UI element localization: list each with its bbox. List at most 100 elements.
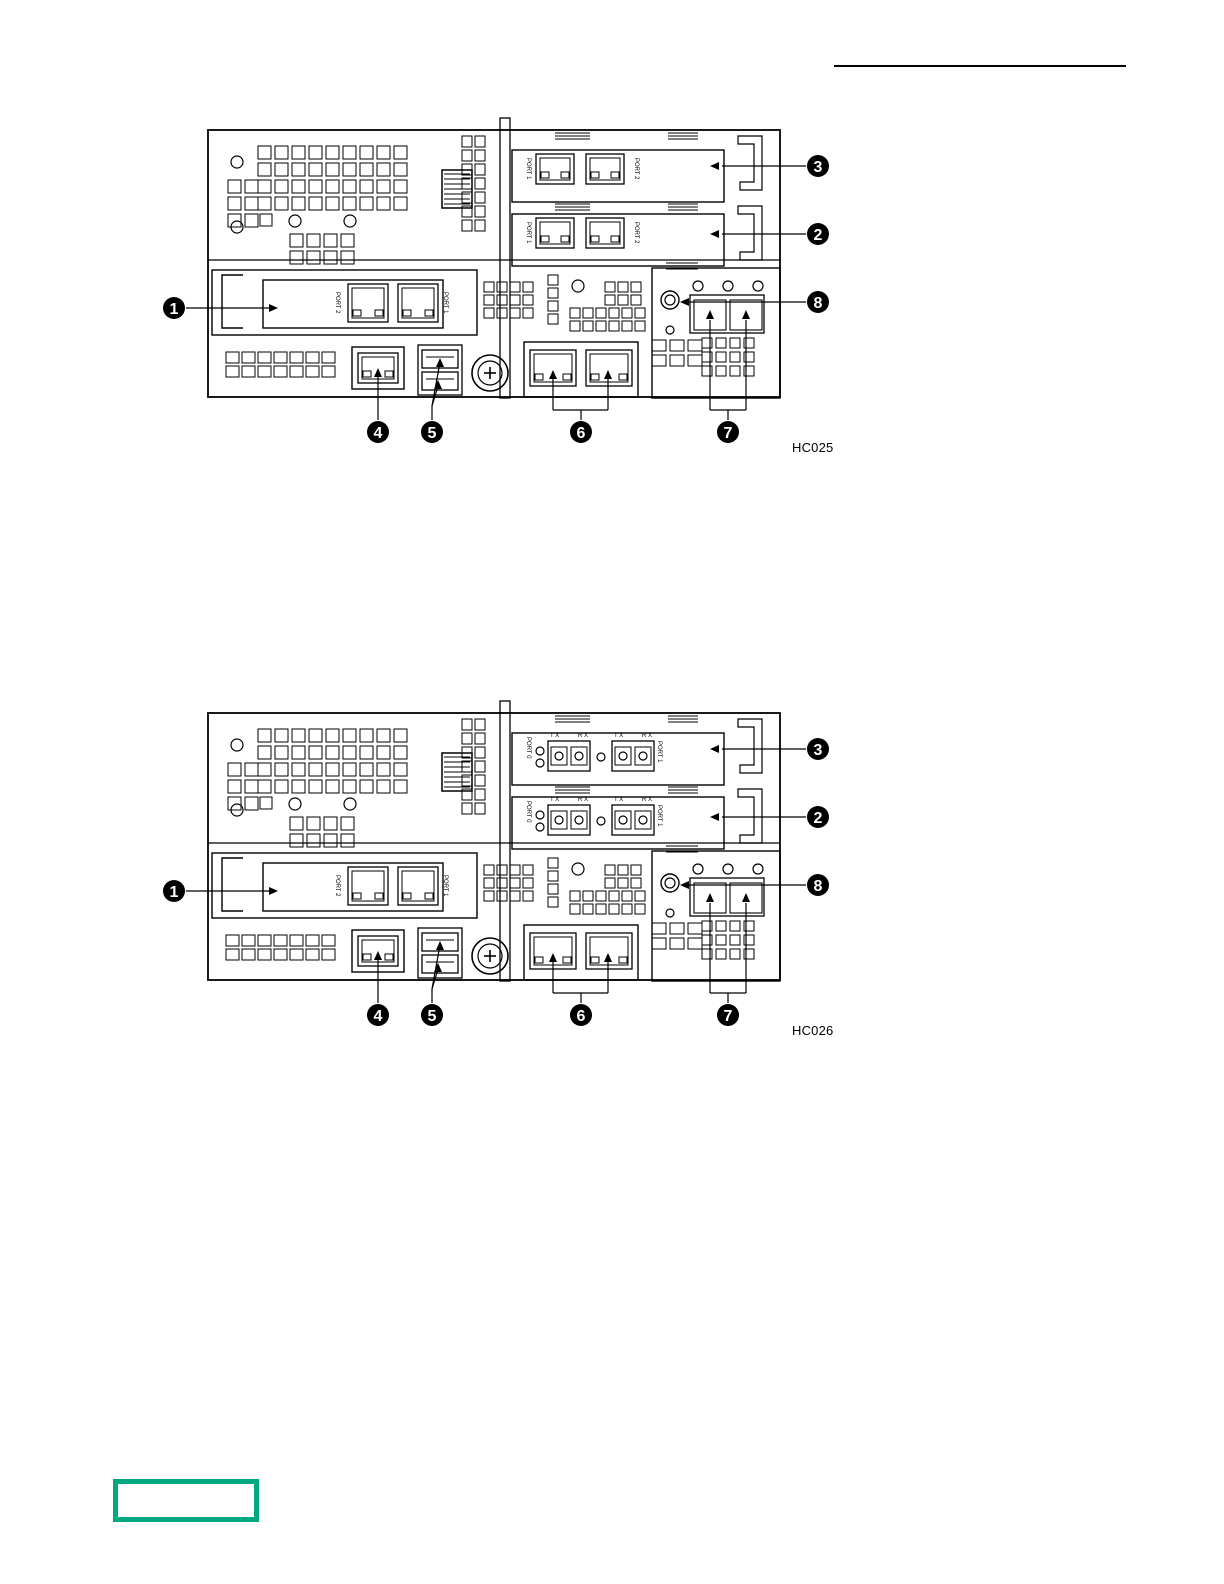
vent-slot bbox=[360, 729, 373, 742]
vent-slot bbox=[292, 146, 305, 159]
sfp-cage bbox=[690, 878, 764, 916]
vent-slot bbox=[309, 763, 322, 776]
vent-slot bbox=[631, 878, 641, 888]
status-led bbox=[723, 281, 733, 291]
vent-slot bbox=[275, 729, 288, 742]
fiber-core bbox=[575, 752, 583, 760]
ground-screw-head bbox=[665, 295, 675, 305]
status-led bbox=[597, 753, 605, 761]
vent-slot bbox=[322, 935, 335, 946]
release-lever bbox=[500, 118, 510, 398]
arrowhead bbox=[710, 162, 719, 170]
vent-slot bbox=[510, 891, 520, 901]
vent-slot bbox=[548, 275, 558, 285]
vent-slot bbox=[290, 234, 303, 247]
vent-slot bbox=[570, 904, 580, 914]
vent-slot bbox=[730, 352, 740, 362]
screw-hole bbox=[344, 798, 356, 810]
vent-slot bbox=[510, 878, 520, 888]
callout-number: 6 bbox=[577, 1008, 586, 1025]
vent-slot bbox=[292, 163, 305, 176]
vent-slot bbox=[583, 904, 593, 914]
callout-number: 3 bbox=[814, 742, 823, 759]
vent-slot bbox=[228, 197, 241, 210]
vent-slot bbox=[583, 321, 593, 331]
vent-slot bbox=[497, 865, 507, 875]
vent-slot bbox=[462, 220, 472, 231]
vent-slot bbox=[652, 355, 666, 366]
vent-slot bbox=[394, 780, 407, 793]
port-label: PORT 1 bbox=[525, 158, 531, 180]
vent-slot bbox=[343, 197, 356, 210]
rj45-jack bbox=[540, 222, 570, 244]
vent-slot bbox=[275, 180, 288, 193]
arrowhead bbox=[434, 963, 442, 972]
callout-number: 8 bbox=[814, 878, 823, 895]
status-led bbox=[536, 759, 544, 767]
vent-slot bbox=[475, 747, 485, 758]
fiber-lc bbox=[551, 747, 567, 765]
card-pull-handle bbox=[222, 275, 243, 328]
rj45-jack bbox=[352, 871, 384, 901]
vent-slot bbox=[377, 197, 390, 210]
vent-slot bbox=[497, 308, 507, 318]
vent-slot bbox=[341, 251, 354, 264]
arrowhead bbox=[710, 230, 719, 238]
sfp-cage bbox=[690, 295, 764, 333]
rj45-port bbox=[586, 350, 632, 386]
vent-slot bbox=[360, 180, 373, 193]
figure-id: HC026 bbox=[792, 1023, 833, 1038]
arrowhead bbox=[706, 893, 714, 902]
arrowhead bbox=[706, 310, 714, 319]
rj45-jack bbox=[402, 871, 434, 901]
vent-slot bbox=[309, 746, 322, 759]
vent-slot bbox=[326, 746, 339, 759]
vent-slot bbox=[688, 340, 702, 351]
vent-slot bbox=[510, 865, 520, 875]
vent-slot bbox=[360, 746, 373, 759]
arrowhead bbox=[436, 941, 444, 950]
vent-slot bbox=[605, 295, 615, 305]
vent-slot bbox=[306, 949, 319, 960]
vent-slot bbox=[306, 352, 319, 363]
vent-slot bbox=[290, 949, 303, 960]
rj45-led bbox=[363, 954, 371, 960]
fiber-lc bbox=[635, 747, 651, 765]
vent-slot bbox=[730, 366, 740, 376]
vent-slot bbox=[688, 938, 702, 949]
rj45-led bbox=[591, 172, 599, 178]
vent-slot bbox=[475, 206, 485, 217]
vent-slot bbox=[475, 789, 485, 800]
vent-slot bbox=[377, 763, 390, 776]
vent-slot bbox=[228, 180, 241, 193]
rj45-led bbox=[425, 310, 433, 316]
vent-slot bbox=[631, 865, 641, 875]
vent-slot bbox=[343, 163, 356, 176]
fiber-core bbox=[555, 752, 563, 760]
vent-slot bbox=[652, 938, 666, 949]
arrowhead bbox=[710, 813, 719, 821]
arrowhead bbox=[549, 953, 557, 962]
vent-slot bbox=[360, 763, 373, 776]
vent-slot bbox=[716, 935, 726, 945]
rj45-led bbox=[375, 893, 383, 899]
vent-slot bbox=[475, 719, 485, 730]
vent-slot bbox=[343, 746, 356, 759]
vent-slot bbox=[583, 891, 593, 901]
vent-slot bbox=[307, 234, 320, 247]
rj45-led bbox=[535, 957, 543, 963]
header-rule bbox=[834, 65, 1126, 67]
port-label: PORT 1 bbox=[442, 292, 448, 314]
arrowhead bbox=[742, 893, 750, 902]
vent-slot bbox=[548, 897, 558, 907]
vent-slot bbox=[688, 923, 702, 934]
vent-slot bbox=[622, 904, 632, 914]
vent-slot bbox=[258, 197, 271, 210]
fiber-lc bbox=[571, 747, 587, 765]
vent-slot bbox=[326, 197, 339, 210]
rj45-led bbox=[535, 374, 543, 380]
vent-slot bbox=[497, 295, 507, 305]
vent-slot bbox=[510, 308, 520, 318]
vent-slot bbox=[326, 763, 339, 776]
